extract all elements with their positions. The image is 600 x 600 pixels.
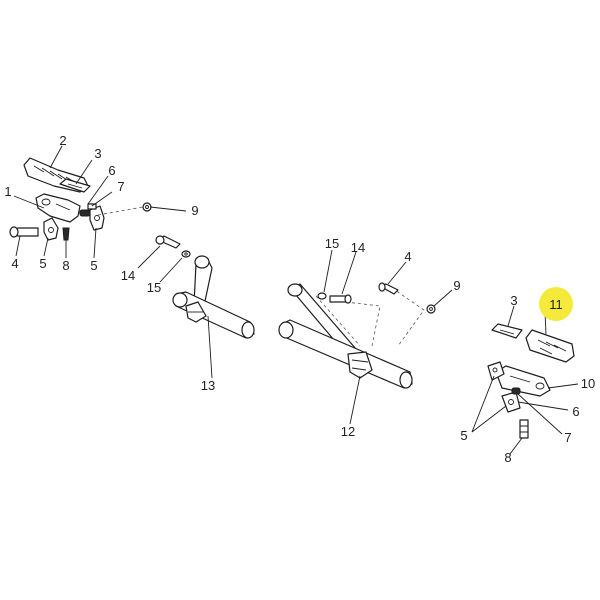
callout-7: 7 [117,179,124,194]
part-7-washer[interactable] [87,203,97,210]
callout-3: 3 [94,146,101,161]
callout-8: 8 [62,258,69,273]
left-footpeg-assembly [9,157,152,241]
callout-11: 11 [549,297,563,312]
callout-9-b: 9 [453,278,460,293]
part-3-plate-right[interactable] [491,323,523,339]
part-3-plate[interactable] [59,178,91,193]
callout-15-b: 15 [325,236,339,251]
part-10-footpeg-bracket-right[interactable] [495,365,551,397]
part-15-washer-right[interactable] [317,292,327,300]
callout-9: 9 [191,203,198,218]
callout-5-b: 5 [90,258,97,273]
callout-5: 5 [39,256,46,271]
callout-2: 2 [59,133,66,148]
part-14-bolt-right[interactable] [329,294,352,304]
part-9-nut-right[interactable] [426,304,436,314]
part-14-bolt-left[interactable] [155,235,181,249]
callout-6: 6 [108,163,115,178]
part-12-right-mount-bracket[interactable] [278,283,413,389]
part-15-washer-left[interactable] [181,250,191,258]
right-footpeg-assembly [487,323,575,439]
leader-lines [13,145,579,455]
part-7-washer-right[interactable] [511,387,521,395]
callout-10: 10 [581,376,595,391]
callout-labels: 2 3 6 7 1 9 4 5 8 5 14 15 13 15 14 4 9 1… [4,133,595,465]
callout-6-b: 6 [572,404,579,419]
highlight-circle-11 [539,287,573,321]
part-4-pin[interactable] [9,226,39,238]
part-1-footpeg-bracket[interactable] [35,193,81,223]
callout-14: 14 [121,268,135,283]
callout-4-b: 4 [404,249,411,264]
callout-4: 4 [11,256,18,271]
callout-1: 1 [4,184,11,199]
part-11-footpeg-rubber-right[interactable] [525,329,575,363]
callout-14-b: 14 [351,240,365,255]
part-6-spring[interactable] [79,209,91,217]
part-4-pin-right[interactable] [378,282,399,295]
part-5-bracket-right[interactable] [487,361,505,381]
part-5-bracket-left-a[interactable] [43,217,59,241]
callout-5-c: 5 [460,428,467,443]
callout-13: 13 [201,378,215,393]
callout-3-b: 3 [510,293,517,308]
callout-8-b: 8 [504,450,511,465]
part-8-bolt[interactable] [62,227,70,241]
callout-15: 15 [147,280,161,295]
part-9-nut[interactable] [142,202,152,212]
part-5-bracket-left-b[interactable] [89,205,105,231]
part-6-spring-right[interactable] [501,391,521,413]
callout-12: 12 [341,424,355,439]
part-8-bolt-right[interactable] [519,419,529,439]
part-13-left-mount-bracket[interactable] [172,255,255,339]
callout-7-b: 7 [564,430,571,445]
